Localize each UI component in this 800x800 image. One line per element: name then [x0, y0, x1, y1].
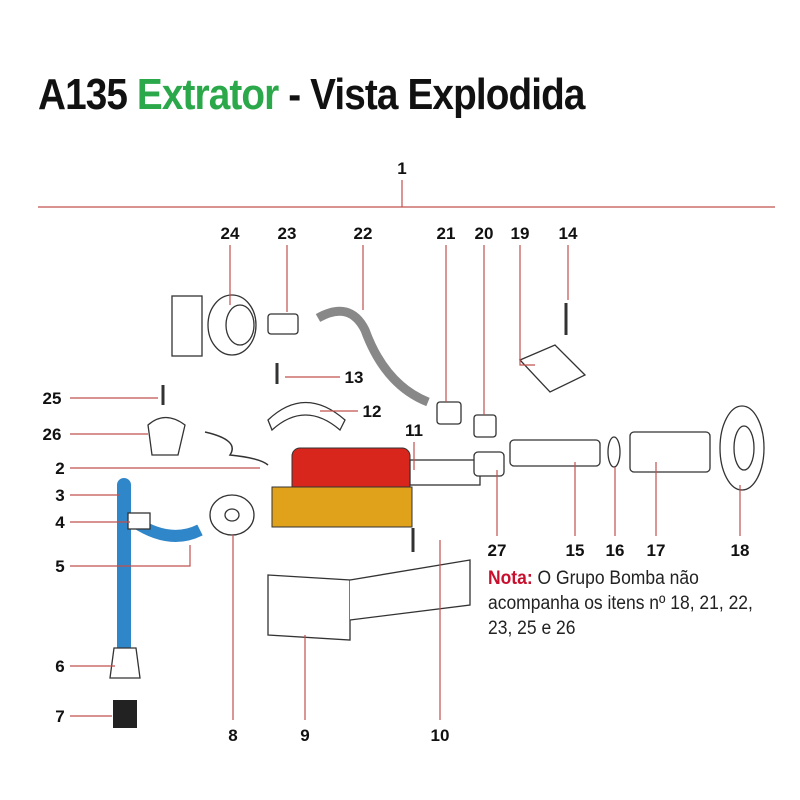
wire-2: [204, 431, 269, 466]
leader-lines: [70, 245, 741, 720]
part-label-7: 7: [55, 707, 64, 726]
bracket-19: [518, 344, 587, 393]
nozzle-17: [629, 431, 711, 473]
part-label-11: 11: [405, 421, 423, 440]
part-label-27: 27: [488, 541, 507, 560]
tip-6: [109, 647, 141, 679]
part-label-21: 21: [437, 224, 456, 243]
fitting-20: [473, 414, 497, 438]
title-product: Extrator: [136, 70, 279, 119]
note: Nota: O Grupo Bomba não acompanha os ite…: [488, 566, 764, 641]
note-text: O Grupo Bomba não acompanha os itens nº …: [488, 568, 753, 639]
part-label-5: 5: [55, 557, 64, 576]
part-label-13: 13: [345, 368, 364, 387]
part-label-6: 6: [55, 657, 64, 676]
tube-22: [315, 306, 430, 407]
fitting-27: [473, 451, 505, 477]
part-label-26: 26: [43, 425, 62, 444]
fitting-15: [509, 439, 601, 467]
note-label: Nota:: [488, 568, 533, 589]
page-title: A135 Extrator - Vista Explodida: [38, 70, 585, 120]
part-label-15: 15: [566, 541, 585, 560]
part-label-23: 23: [278, 224, 297, 243]
part-label-22: 22: [354, 224, 373, 243]
pump-11: [271, 447, 481, 528]
part-label-12: 12: [363, 402, 382, 421]
part-label-20: 20: [475, 224, 494, 243]
washer-8: [209, 494, 255, 536]
clamp-12: [267, 401, 346, 432]
clip-26: [147, 416, 186, 456]
part-label-3: 3: [55, 486, 64, 505]
pulley-18: [719, 405, 765, 491]
pressure-switch-24: [171, 294, 257, 357]
fitting-21: [436, 401, 462, 425]
part-label-18: 18: [731, 541, 750, 560]
part-label-16: 16: [606, 541, 625, 560]
part-label-10: 10: [431, 726, 450, 745]
title-suffix: - Vista Explodida: [288, 70, 585, 119]
part-label-24: 24: [221, 224, 240, 243]
tee-4: [127, 512, 151, 530]
fitting-23: [267, 313, 299, 335]
part-label-9: 9: [300, 726, 309, 745]
part-label-8: 8: [228, 726, 237, 745]
part-label-14: 14: [559, 224, 578, 243]
oring-16: [607, 436, 621, 468]
part-label-4: 4: [55, 513, 65, 532]
title-code: A135: [38, 70, 128, 119]
part-label-25: 25: [43, 389, 62, 408]
part-label-17: 17: [647, 541, 666, 560]
nozzle-7: [113, 700, 137, 728]
part-label-19: 19: [511, 224, 530, 243]
part-label-1: 1: [397, 159, 406, 178]
part-label-2: 2: [55, 459, 64, 478]
